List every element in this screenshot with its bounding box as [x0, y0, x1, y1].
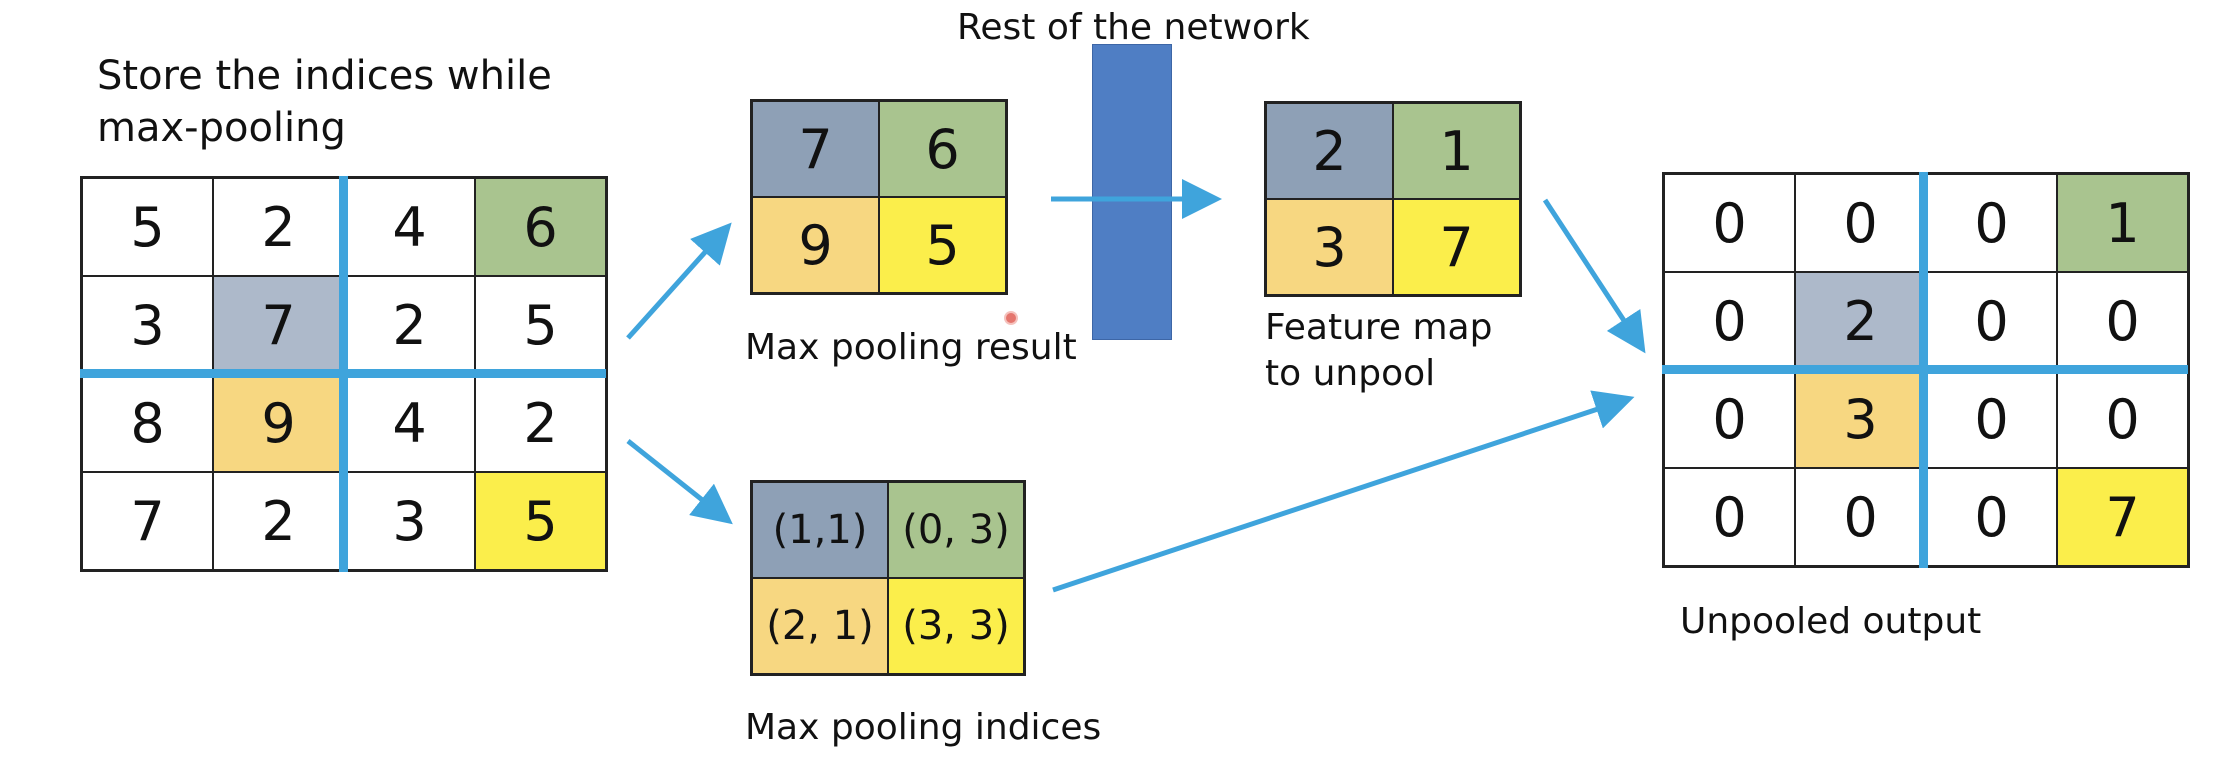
unpooled-output-grid: 0 0 0 1 0 2 0 0 0 3 0 0 0 0 0 7 — [1662, 172, 2190, 568]
input-cell: 2 — [213, 178, 344, 276]
pool-result-cell: 9 — [752, 197, 879, 293]
pool-index-cell: (0, 3) — [888, 482, 1024, 578]
unpooled-cell-restored: 7 — [2057, 468, 2188, 566]
unpooled-cell-restored: 1 — [2057, 174, 2188, 272]
pool-result-cell: 5 — [879, 197, 1006, 293]
input-cell: 8 — [82, 374, 213, 472]
input-cell: 7 — [82, 472, 213, 570]
unpooled-cell: 0 — [1664, 468, 1795, 566]
arrow-to-pool-result — [626, 222, 732, 340]
network-block — [1092, 44, 1172, 340]
input-cell-max-top-left: 7 — [213, 276, 344, 374]
unpooled-output-label: Unpooled output — [1680, 601, 1982, 642]
unpooled-horizontal-divider — [1662, 365, 2188, 374]
diagram-title-line-1: Store the indices while — [97, 53, 552, 99]
input-cell: 5 — [82, 178, 213, 276]
pool-index-cell: (1,1) — [752, 482, 888, 578]
feature-map-cell: 7 — [1393, 199, 1520, 295]
unpooled-cell: 0 — [1926, 272, 2057, 370]
arrow-to-pool-indices — [626, 439, 733, 525]
arrow-indices-to-output — [1052, 390, 1635, 593]
input-cell: 4 — [344, 374, 475, 472]
diagram-title-line-2: max-pooling — [97, 105, 346, 151]
unpooled-cell: 0 — [2057, 272, 2188, 370]
feature-map-cell: 3 — [1266, 199, 1393, 295]
feature-map-label-line-2: to unpool — [1265, 353, 1436, 394]
pool-indices-grid: (1,1) (0, 3) (2, 1) (3, 3) — [750, 480, 1026, 676]
pool-result-cell: 7 — [752, 101, 879, 197]
unpooled-cell: 0 — [1926, 468, 2057, 566]
pool-result-label: Max pooling result — [745, 327, 1077, 368]
unpooled-cell: 0 — [1926, 370, 2057, 468]
unpooled-cell: 0 — [1795, 468, 1926, 566]
feature-map-grid: 2 1 3 7 — [1264, 101, 1522, 297]
input-cell: 5 — [475, 276, 606, 374]
feature-map-label-line-1: Feature map — [1265, 307, 1493, 348]
pool-result-cell: 6 — [879, 101, 1006, 197]
unpooled-cell: 0 — [2057, 370, 2188, 468]
input-feature-grid: 5 2 4 6 3 7 2 5 8 9 4 2 7 2 3 5 — [80, 176, 608, 572]
input-cell: 3 — [82, 276, 213, 374]
arrow-feature-map-to-output — [1542, 198, 1646, 354]
pool-index-cell: (2, 1) — [752, 578, 888, 674]
unpooled-cell-restored: 2 — [1795, 272, 1926, 370]
input-cell: 2 — [213, 472, 344, 570]
unpooled-cell: 0 — [1795, 174, 1926, 272]
pool-index-cell: (3, 3) — [888, 578, 1024, 674]
input-cell-max-bottom-right: 5 — [475, 472, 606, 570]
unpooled-cell: 0 — [1926, 174, 2057, 272]
pool-result-grid: 7 6 9 5 — [750, 99, 1008, 295]
feature-map-cell: 1 — [1393, 103, 1520, 199]
unpooled-cell-restored: 3 — [1795, 370, 1926, 468]
input-cell: 3 — [344, 472, 475, 570]
input-cell: 2 — [344, 276, 475, 374]
unpooled-cell: 0 — [1664, 174, 1795, 272]
input-horizontal-divider — [80, 369, 606, 378]
unpooled-cell: 0 — [1664, 370, 1795, 468]
feature-map-cell: 2 — [1266, 103, 1393, 199]
unpooled-cell: 0 — [1664, 272, 1795, 370]
input-cell-max-top-right: 6 — [475, 178, 606, 276]
network-label: Rest of the network — [957, 7, 1310, 48]
cursor-indicator — [1004, 311, 1018, 325]
pool-indices-label: Max pooling indices — [745, 707, 1102, 748]
input-cell: 2 — [475, 374, 606, 472]
